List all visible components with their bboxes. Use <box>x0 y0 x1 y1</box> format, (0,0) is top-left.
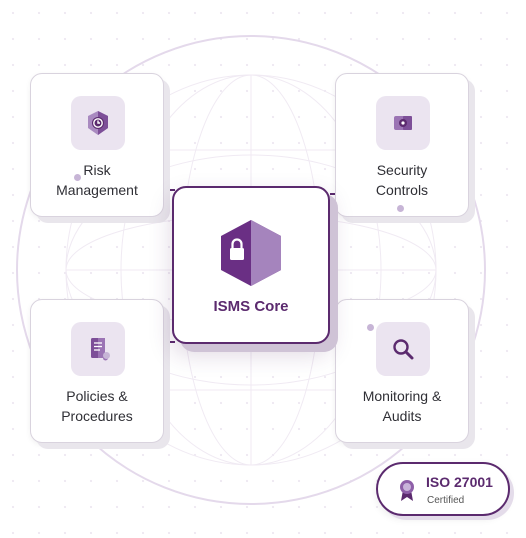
isms-core-card[interactable]: ISMS Core <box>172 186 330 344</box>
card-label: Policies & Procedures <box>61 388 133 424</box>
decorative-dot <box>367 324 374 331</box>
badge-title: ISO 27001 <box>426 474 493 490</box>
icon-tile <box>376 96 430 150</box>
core-label: ISMS Core <box>213 298 289 315</box>
decorative-dot <box>103 352 110 359</box>
decorative-dot <box>397 205 404 212</box>
badge-subtitle: Certified <box>427 495 465 506</box>
card-risk-management[interactable]: Risk Management <box>30 73 164 217</box>
icon-tile <box>71 96 125 150</box>
card-label: Risk Management <box>56 162 138 198</box>
shield-lock-icon <box>221 220 281 286</box>
camera-shield-icon <box>394 116 412 130</box>
document-icon <box>91 338 108 361</box>
icon-tile <box>71 322 125 376</box>
card-policies-procedures[interactable]: Policies & Procedures <box>30 299 164 443</box>
decorative-dot <box>74 174 81 181</box>
outer-ring <box>16 35 486 505</box>
award-ribbon-icon <box>400 480 414 501</box>
clock-shield-icon <box>88 111 108 135</box>
icon-tile <box>376 322 430 376</box>
card-monitoring-audits[interactable]: Monitoring & Audits <box>335 299 469 443</box>
card-label: Security Controls <box>375 162 429 198</box>
card-label: Monitoring & Audits <box>362 388 442 424</box>
card-security-controls[interactable]: Security Controls <box>335 73 469 217</box>
magnifier-icon <box>393 339 414 360</box>
iso-badge[interactable]: ISO 27001 Certified <box>376 462 510 516</box>
